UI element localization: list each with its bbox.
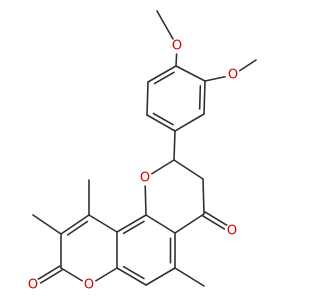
bond-c6-c7 — [116, 267, 147, 286]
atom-label-layer: O O O O O O — [25, 38, 241, 293]
atom-ketone-o: O — [227, 224, 237, 239]
bond-ring-a-2-inner — [198, 85, 202, 110]
bond-ring-a-2 — [203, 80, 206, 115]
bond-ring-a-6 — [147, 65, 177, 83]
bond-aryl-c2 — [173, 130, 176, 161]
structure-canvas: O O O O O O — [25, 10, 257, 293]
atom-lactone-ring-o-backdrop — [81, 277, 97, 293]
atom-lactone-carbonyl-o: O — [28, 278, 38, 293]
bond-ring-a-4-inner — [152, 112, 174, 126]
bond-ring-a-6-inner — [153, 71, 175, 85]
bond-ring-a-5 — [146, 81, 149, 116]
bond-ring-a-3 — [174, 113, 205, 132]
bond-ring-a-1 — [175, 65, 206, 82]
atom-methoxy-o-top: O — [172, 39, 182, 54]
bond-c2-c3 — [173, 159, 204, 180]
bond-c9-c10-inner — [66, 220, 89, 236]
atom-lactone-carbonyl-o-backdrop — [25, 277, 41, 293]
bond-c6-c7-inner — [122, 265, 145, 280]
bond-c10-c8 — [88, 214, 118, 233]
atom-methoxy-o-right-backdrop — [225, 67, 241, 83]
bond-c3-c4 — [202, 178, 205, 215]
atom-lactone-ring-o: O — [84, 278, 94, 293]
chemical-structure-diagram: O O O O O O — [25, 10, 257, 293]
bond-c4-c4a — [174, 213, 205, 234]
bond-c5-c6 — [145, 267, 176, 286]
atom-methoxy-o-top-backdrop — [169, 38, 185, 54]
bond-methyl-c9 — [32, 214, 62, 235]
bond-ring-a-4 — [146, 114, 176, 132]
atom-ring-o: O — [140, 171, 150, 186]
bond-c4a-c8a — [145, 214, 176, 234]
bond-c9-c10 — [60, 214, 90, 235]
atom-ring-o-backdrop — [137, 170, 153, 186]
atom-methoxy-o-right: O — [228, 68, 238, 83]
atom-ketone-o-backdrop — [224, 223, 240, 239]
bond-methyl-c5 — [174, 267, 205, 287]
bond-c8-c8a — [116, 214, 147, 233]
bond-c8-c8a-inner — [122, 220, 145, 235]
bond-layer — [31, 10, 257, 288]
